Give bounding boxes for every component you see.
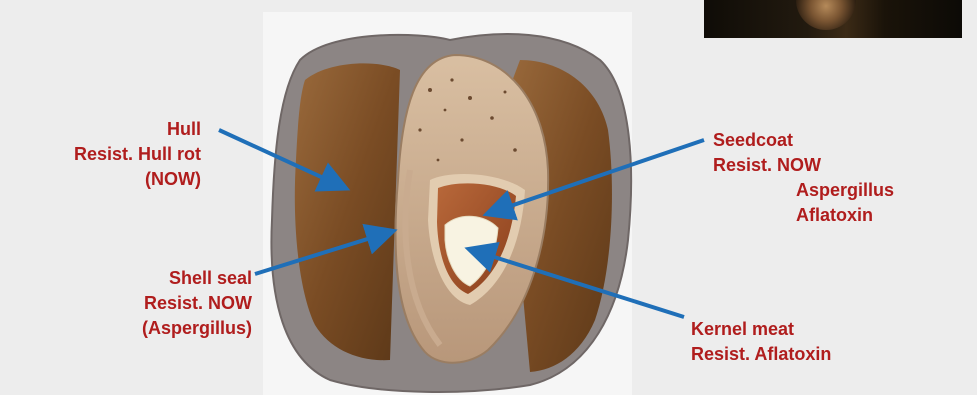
seedcoat-label-name: Seedcoat (713, 128, 894, 153)
hull-label-note: (NOW) (74, 167, 201, 192)
seedcoat-label-resistance: Resist. NOW (713, 153, 894, 178)
seedcoat-label-extra2: Aflatoxin (713, 203, 894, 228)
seedcoat-label-extra1: Aspergillus (713, 178, 894, 203)
kernel-label-resistance: Resist. Aflatoxin (691, 342, 831, 367)
shell-seal-label: Shell seal Resist. NOW (Aspergillus) (142, 266, 252, 341)
kernel-label-name: Kernel meat (691, 317, 831, 342)
kernel-label: Kernel meat Resist. Aflatoxin (691, 317, 831, 367)
hull-label: Hull Resist. Hull rot (NOW) (74, 117, 201, 192)
hull-label-resistance: Resist. Hull rot (74, 142, 201, 167)
shell-seal-label-name: Shell seal (142, 266, 252, 291)
shell-seal-label-resistance: Resist. NOW (142, 291, 252, 316)
shell-seal-label-note: (Aspergillus) (142, 316, 252, 341)
seedcoat-label: Seedcoat Resist. NOW Aspergillus Aflatox… (713, 128, 894, 228)
hull-label-name: Hull (74, 117, 201, 142)
